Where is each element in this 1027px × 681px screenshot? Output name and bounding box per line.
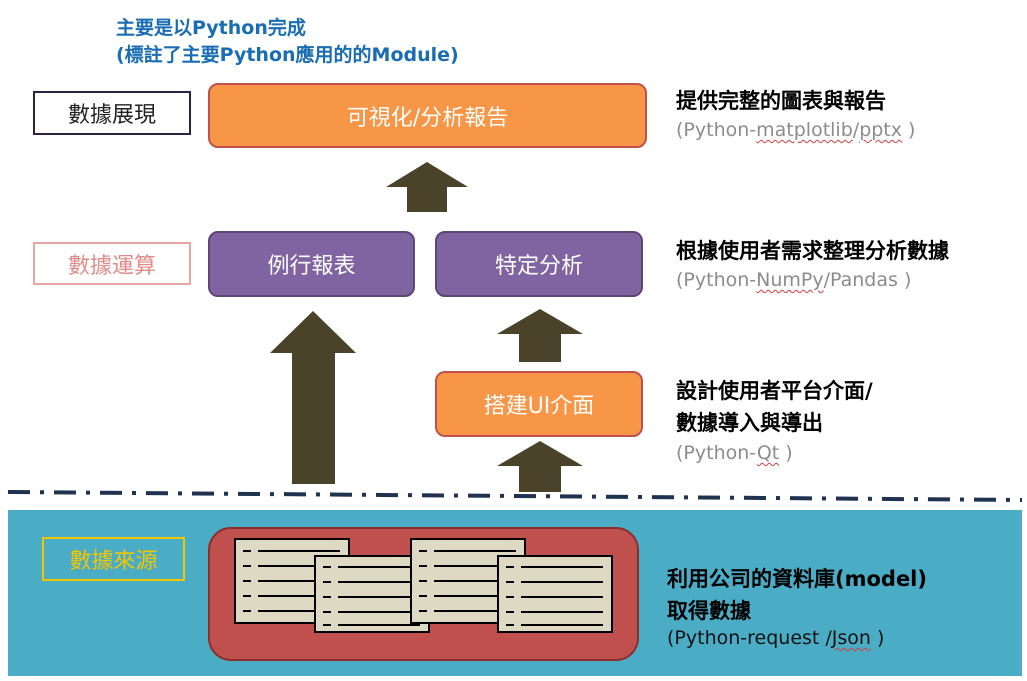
arrow-up-to-specific-analysis — [497, 309, 583, 362]
arrow-up-to-ui — [497, 441, 583, 492]
source-description-line2: 取得數據 — [667, 599, 751, 623]
computation-description: 根據使用者需求整理分析數據 — [676, 239, 949, 263]
presentation-modules: (Python-matplotlib/pptx ) — [676, 119, 915, 141]
module-numpy: NumPy — [756, 269, 824, 291]
computation-modules: (Python-NumPy/Pandas ) — [676, 269, 911, 291]
layer-label-computation: 數據運算 — [33, 242, 191, 285]
routine-report-box: 例行報表 — [208, 231, 415, 297]
specific-analysis-box: 特定分析 — [435, 231, 643, 297]
arrow-up-to-visualization — [386, 162, 468, 212]
module-separator: / — [852, 119, 860, 141]
module-prefix: (Python- — [676, 269, 757, 291]
ui-description-line1: 設計使用者平台介面/ — [676, 379, 873, 403]
visualization-report-box: 可視化/分析報告 — [208, 83, 647, 148]
module-pandas: /Pandas ) — [823, 269, 912, 291]
ui-modules: (Python-Qt ) — [676, 442, 793, 464]
module-pptx: pptx — [859, 119, 903, 141]
module-qt: Qt — [756, 442, 780, 464]
layer-label-source: 數據來源 — [42, 537, 185, 581]
module-suffix: ) — [870, 627, 885, 649]
presentation-description: 提供完整的圖表與報告 — [676, 89, 886, 113]
module-suffix: ) — [779, 442, 793, 464]
module-json: Json — [831, 627, 871, 649]
module-suffix: ) — [902, 119, 916, 141]
header-note-line2: (標註了主要Python應用的的Module) — [116, 44, 459, 66]
module-prefix: (Python- — [676, 442, 757, 464]
layer-separator-line — [7, 490, 1023, 502]
arrow-up-to-routine-report — [270, 311, 356, 484]
source-modules: (Python-request /Json ) — [667, 627, 884, 649]
module-matplotlib: matplotlib — [756, 119, 853, 141]
document-icon-4 — [497, 555, 613, 633]
ui-build-box: 搭建UI介面 — [435, 371, 643, 437]
module-prefix: (Python-request / — [667, 627, 832, 649]
module-prefix: (Python- — [676, 119, 757, 141]
header-note-line1: 主要是以Python完成 — [116, 17, 306, 39]
source-description-line1: 利用公司的資料庫(model) — [667, 567, 927, 591]
ui-description-line2: 數據導入與導出 — [676, 411, 823, 435]
layer-label-presentation: 數據展現 — [33, 91, 191, 135]
